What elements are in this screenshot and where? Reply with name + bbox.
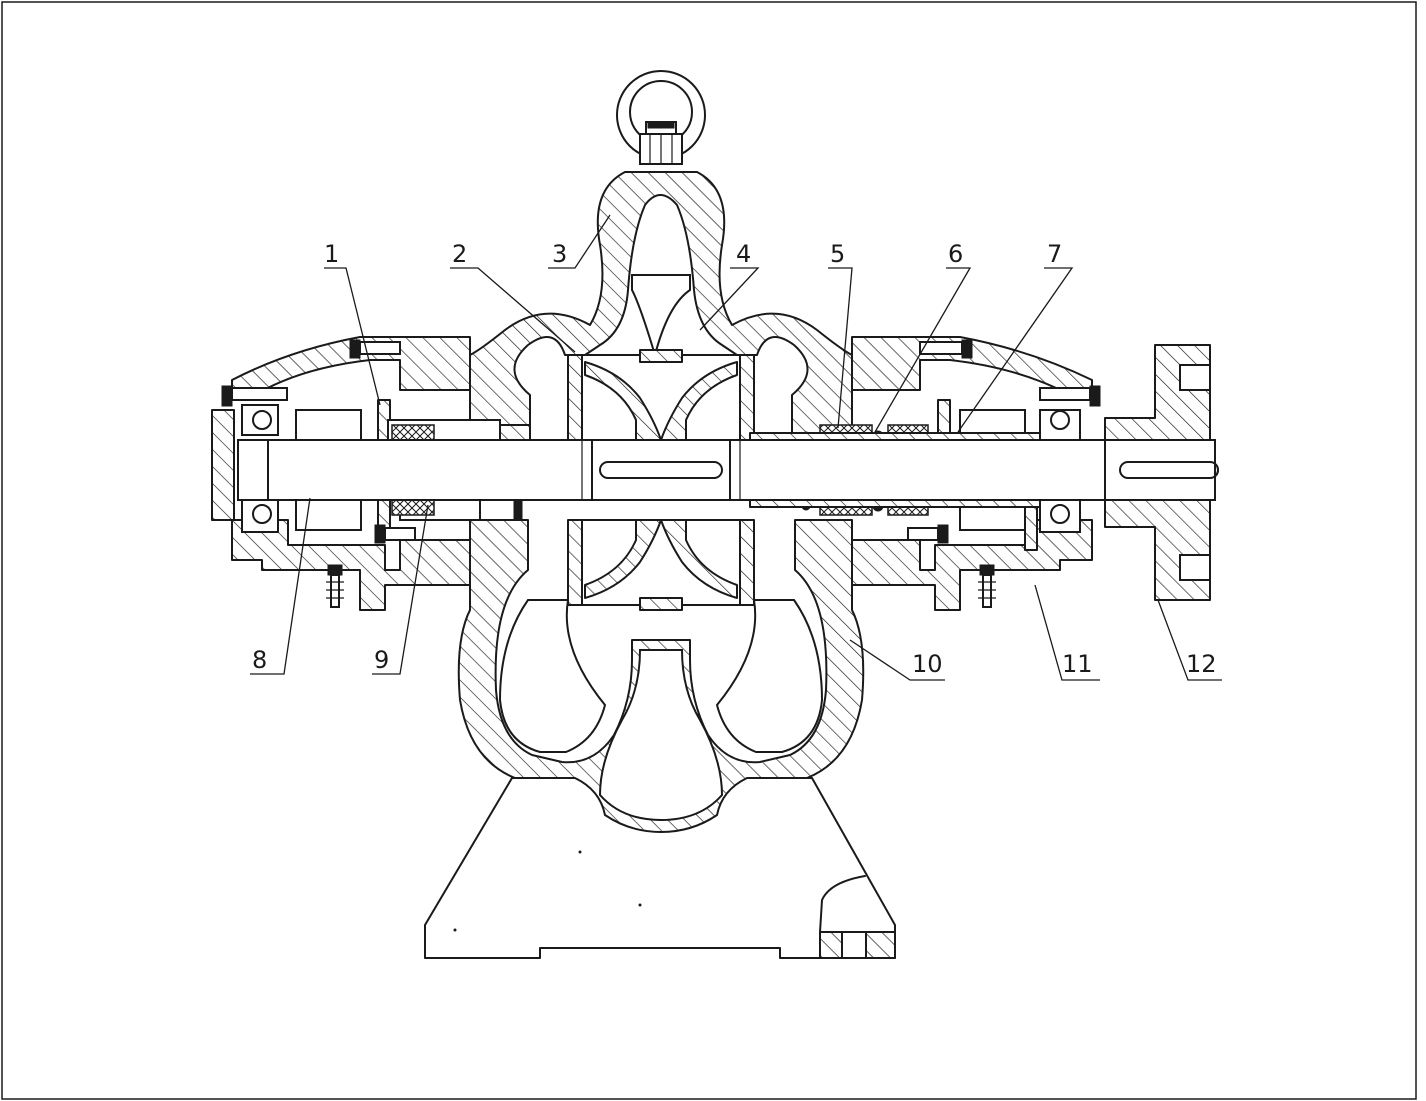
callout-7: 7 [957, 240, 1074, 433]
label-12: 12 [1186, 650, 1217, 678]
label-3: 3 [552, 240, 567, 268]
callout-1: 1 [324, 240, 381, 406]
upper-volute-casing [469, 171, 853, 441]
callout-3: 3 [548, 214, 611, 269]
callout-11: 11 [1034, 584, 1100, 681]
lower-volute-casing [457, 519, 865, 833]
pump-shaft [267, 439, 1219, 501]
label-7: 7 [1047, 240, 1062, 268]
callout-6: 6 [874, 240, 972, 433]
callout-12: 12 [1157, 599, 1222, 681]
callout-10: 10 [849, 639, 945, 681]
callout-4: 4 [699, 240, 760, 331]
right-bearing-housing [851, 336, 1101, 611]
left-bearing-housing [211, 336, 501, 611]
label-11: 11 [1062, 650, 1093, 678]
label-9: 9 [374, 646, 389, 674]
pump-base [424, 777, 896, 959]
label-1: 1 [324, 240, 339, 268]
label-5: 5 [830, 240, 845, 268]
label-10: 10 [912, 650, 943, 678]
label-6: 6 [948, 240, 963, 268]
callout-5: 5 [828, 240, 853, 429]
callout-8: 8 [250, 497, 311, 675]
callout-9: 9 [372, 504, 429, 675]
label-4: 4 [736, 240, 751, 268]
coupling [1104, 344, 1219, 601]
label-2: 2 [452, 240, 467, 268]
label-8: 8 [252, 646, 267, 674]
lifting-eye-bolt [616, 70, 706, 165]
callout-2: 2 [450, 240, 576, 353]
